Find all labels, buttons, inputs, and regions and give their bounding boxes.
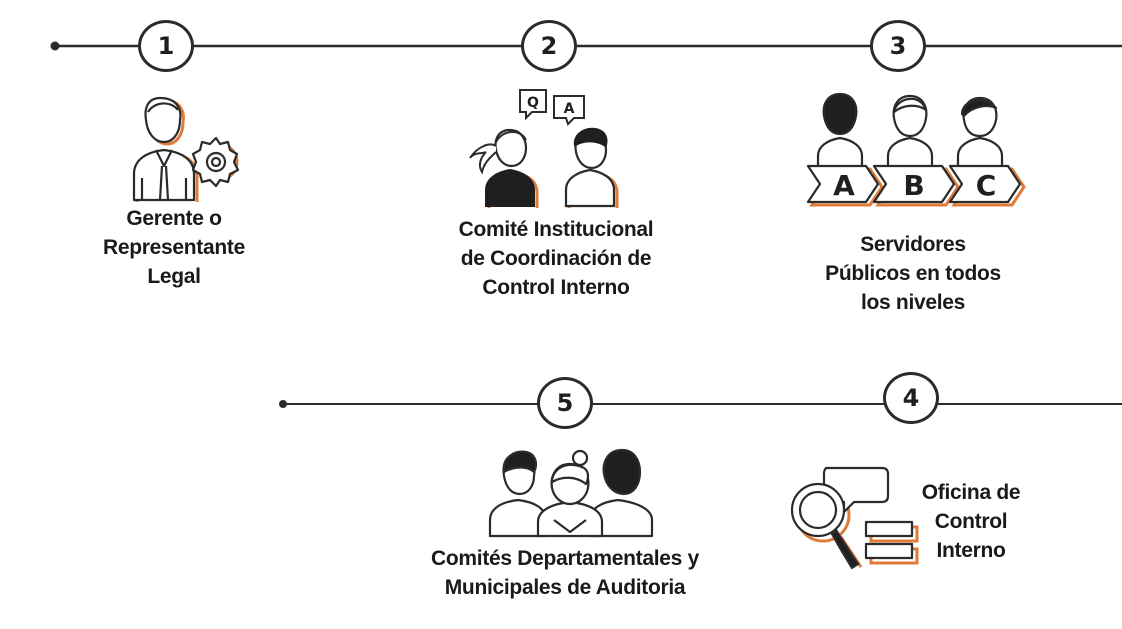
step-4-label-line: Interno [936, 539, 1006, 562]
bubble-q-label: Q [527, 95, 539, 111]
magnifier-report-icon [790, 466, 919, 570]
step-3-label-line: los niveles [860, 291, 966, 314]
step-number-4: 4 [883, 372, 939, 424]
step-number-1: 1 [138, 20, 194, 72]
step-1-label-line: Gerente o [126, 207, 222, 230]
step-4-label-line: Control [934, 510, 1008, 533]
bubble-a-label: A [564, 101, 575, 117]
step-3-label-line: Servidores [860, 233, 966, 256]
step-number-3: 3 [870, 20, 926, 72]
step-number-5: 5 [537, 377, 593, 429]
step-5-label-line: Municipales de Auditoria [444, 576, 686, 599]
step-5-label-line: Comités Departamentales y [431, 547, 699, 570]
step-2-label: Comité Institucional de Coordinación de … [426, 215, 686, 302]
step-4-label: Oficina de Control Interno [906, 478, 1036, 565]
step-1-label-line: Legal [147, 265, 201, 288]
step-2-label-line: Control Interno [482, 276, 630, 299]
level-b-label: B [903, 169, 924, 202]
timeline-start-dot-top [50, 41, 60, 51]
level-c-label: C [976, 169, 997, 202]
step-1-label: Gerente o Representante Legal [84, 204, 264, 291]
step-2-label-line: Comité Institucional [458, 218, 654, 241]
step-1-label-line: Representante [103, 236, 245, 259]
step-2-label-line: de Coordinación de [460, 247, 652, 270]
step-4-label-line: Oficina de [921, 481, 1021, 504]
public-servants-abc-icon: A B C [806, 92, 1026, 207]
manager-with-gear-icon [132, 96, 240, 202]
level-a-label: A [833, 169, 855, 202]
step-3-label-line: Públicos en todos [825, 262, 1001, 285]
committee-qa-icon: Q A [469, 89, 619, 208]
step-3-label: Servidores Públicos en todos los niveles [798, 230, 1028, 317]
timeline-start-dot-bottom [279, 400, 287, 408]
group-of-people-icon [488, 448, 654, 538]
step-number-2: 2 [521, 20, 577, 72]
step-5-label: Comités Departamentales y Municipales de… [400, 544, 730, 602]
